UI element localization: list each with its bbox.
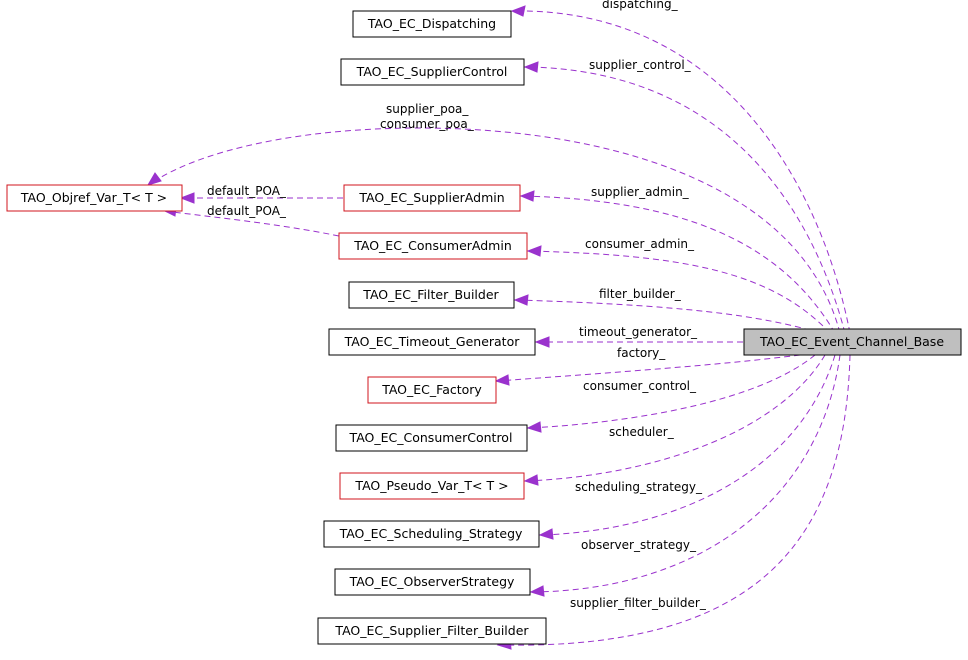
arrow-timeout-generator bbox=[534, 336, 550, 348]
edge-observer-strategy bbox=[532, 354, 841, 593]
label-default-poa-1: default_POA_ bbox=[207, 184, 287, 198]
label-scheduler: scheduler_ bbox=[609, 425, 675, 439]
edge-consumer-admin bbox=[529, 250, 831, 334]
node-supplier-admin[interactable]: TAO_EC_SupplierAdmin bbox=[343, 184, 521, 212]
arrow-scheduler bbox=[523, 474, 539, 486]
node-consumer-admin[interactable]: TAO_EC_ConsumerAdmin bbox=[338, 232, 528, 260]
node-pseudo-var-label: TAO_Pseudo_Var_T< T > bbox=[354, 478, 508, 493]
arrow-consumer-admin bbox=[526, 245, 542, 257]
label-factory: factory_ bbox=[617, 346, 666, 360]
edge-scheduler bbox=[526, 354, 826, 482]
node-factory[interactable]: TAO_EC_Factory bbox=[367, 376, 497, 404]
edges bbox=[146, 5, 851, 650]
arrow-supplier-admin bbox=[519, 190, 535, 202]
label-default-poa-2: default_POA_ bbox=[207, 204, 287, 218]
nodes: TAO_EC_Dispatching TAO_EC_SupplierContro… bbox=[6, 10, 962, 645]
edge-dispatching bbox=[513, 10, 851, 334]
edge-supplier-filter-builder bbox=[499, 354, 851, 646]
node-supplier-admin-label: TAO_EC_SupplierAdmin bbox=[358, 190, 504, 205]
node-timeout-generator[interactable]: TAO_EC_Timeout_Generator bbox=[328, 328, 536, 356]
arrow-dispatching bbox=[510, 5, 526, 17]
label-timeout-generator: timeout_generator_ bbox=[579, 325, 698, 339]
label-consumer-control: consumer_control_ bbox=[583, 379, 697, 393]
label-consumer-admin: consumer_admin_ bbox=[585, 237, 695, 251]
node-supplier-filter-builder[interactable]: TAO_EC_Supplier_Filter_Builder bbox=[317, 617, 547, 645]
edge-poa bbox=[149, 127, 841, 334]
arrow-poa bbox=[146, 172, 162, 186]
edge-supplier-admin bbox=[522, 195, 836, 334]
node-filter-builder[interactable]: TAO_EC_Filter_Builder bbox=[348, 281, 515, 309]
edge-consumer-control bbox=[529, 354, 816, 429]
node-observer-strategy[interactable]: TAO_EC_ObserverStrategy bbox=[334, 568, 531, 596]
edge-labels: dispatching_ supplier_control_ supplier_… bbox=[207, 0, 707, 610]
arrow-filter-builder bbox=[513, 294, 529, 306]
edge-scheduling-strategy bbox=[541, 354, 836, 536]
node-filter-builder-label: TAO_EC_Filter_Builder bbox=[362, 287, 499, 302]
node-dispatching[interactable]: TAO_EC_Dispatching bbox=[352, 10, 512, 38]
edge-default-poa-2 bbox=[164, 210, 340, 237]
label-dispatching: dispatching_ bbox=[602, 0, 679, 11]
node-scheduling-strategy[interactable]: TAO_EC_Scheduling_Strategy bbox=[323, 520, 540, 548]
arrow-scheduling-strategy bbox=[538, 528, 554, 540]
label-supplier-poa: supplier_poa_ bbox=[386, 102, 469, 116]
label-observer-strategy: observer_strategy_ bbox=[581, 538, 697, 552]
edge-supplier-control bbox=[526, 66, 846, 334]
label-supplier-filter-builder: supplier_filter_builder_ bbox=[570, 596, 707, 610]
label-consumer-poa: consumer_poa_ bbox=[380, 117, 475, 131]
node-consumer-admin-label: TAO_EC_ConsumerAdmin bbox=[353, 238, 512, 253]
node-timeout-generator-label: TAO_EC_Timeout_Generator bbox=[344, 334, 521, 349]
arrow-default-poa-1 bbox=[179, 192, 195, 204]
node-supplier-filter-builder-label: TAO_EC_Supplier_Filter_Builder bbox=[334, 623, 529, 638]
label-scheduling-strategy: scheduling_strategy_ bbox=[575, 480, 703, 494]
arrow-consumer-control bbox=[526, 421, 542, 433]
edge-factory bbox=[497, 354, 801, 382]
label-supplier-admin: supplier_admin_ bbox=[591, 185, 690, 199]
node-observer-strategy-label: TAO_EC_ObserverStrategy bbox=[349, 574, 515, 589]
node-factory-label: TAO_EC_Factory bbox=[381, 382, 482, 397]
node-event-channel-base-label: TAO_EC_Event_Channel_Base bbox=[759, 334, 944, 349]
node-event-channel-base[interactable]: TAO_EC_Event_Channel_Base bbox=[743, 328, 962, 356]
node-consumer-control-label: TAO_EC_ConsumerControl bbox=[349, 430, 513, 445]
node-consumer-control[interactable]: TAO_EC_ConsumerControl bbox=[335, 424, 528, 452]
node-objref-var[interactable]: TAO_Objref_Var_T< T > bbox=[6, 184, 183, 212]
node-dispatching-label: TAO_EC_Dispatching bbox=[367, 16, 496, 31]
node-supplier-control[interactable]: TAO_EC_SupplierControl bbox=[340, 58, 525, 86]
arrow-observer-strategy bbox=[529, 585, 545, 597]
label-filter-builder: filter_builder_ bbox=[599, 287, 682, 301]
arrow-supplier-control bbox=[523, 61, 539, 73]
edge-filter-builder bbox=[516, 299, 821, 334]
node-pseudo-var[interactable]: TAO_Pseudo_Var_T< T > bbox=[339, 472, 525, 500]
label-supplier-control: supplier_control_ bbox=[589, 58, 692, 72]
node-scheduling-strategy-label: TAO_EC_Scheduling_Strategy bbox=[339, 526, 523, 541]
node-supplier-control-label: TAO_EC_SupplierControl bbox=[356, 64, 508, 79]
arrow-factory bbox=[494, 374, 510, 386]
node-objref-var-label: TAO_Objref_Var_T< T > bbox=[20, 190, 167, 205]
